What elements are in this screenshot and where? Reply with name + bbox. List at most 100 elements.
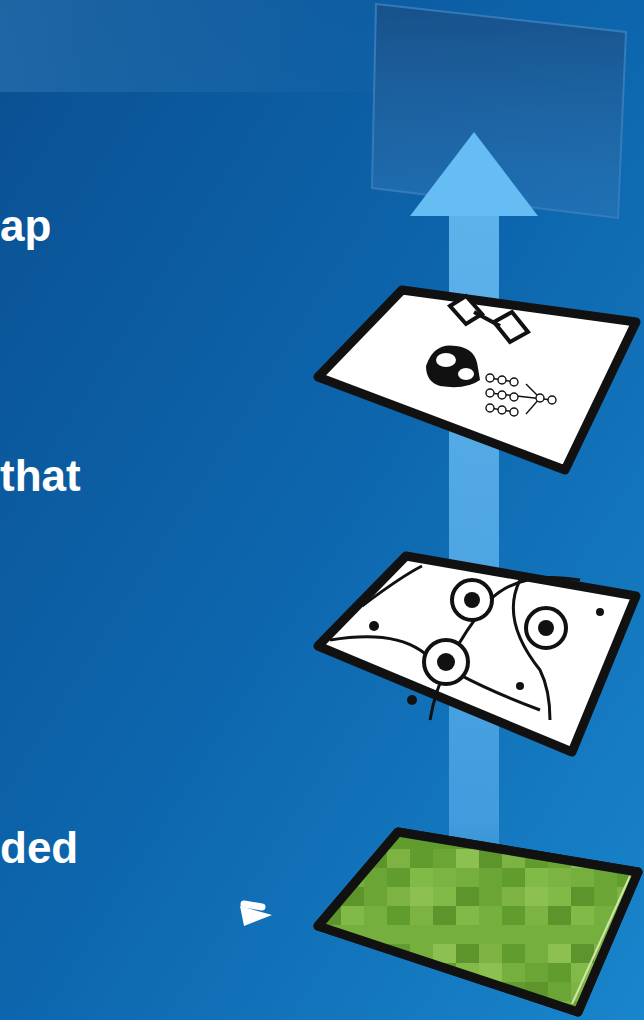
raster-pixel — [318, 1001, 341, 1020]
tree-node — [548, 396, 556, 404]
raster-pixel — [341, 982, 364, 1001]
raster-pixel — [456, 944, 479, 963]
raster-pixel — [502, 944, 525, 963]
raster-pixel — [433, 925, 456, 944]
tree-node — [536, 394, 544, 402]
raster-pixel — [364, 887, 387, 906]
raster-pixel — [594, 830, 617, 849]
raster-pixel — [364, 1001, 387, 1020]
map-layer — [318, 556, 636, 752]
raster-pixel — [387, 849, 410, 868]
raster-pixel — [364, 906, 387, 925]
raster-pixel — [571, 925, 594, 944]
raster-pixel — [456, 906, 479, 925]
raster-pixel — [525, 944, 548, 963]
tree-node — [498, 391, 506, 399]
raster-pixel — [341, 906, 364, 925]
tree-node — [486, 389, 494, 397]
raster-pixel — [341, 1001, 364, 1020]
raster-pixel — [387, 887, 410, 906]
raster-pixel — [341, 849, 364, 868]
raster-pixel — [364, 963, 387, 982]
raster-pixel — [548, 868, 571, 887]
raster-pixel — [571, 944, 594, 963]
raster-pixel — [318, 982, 341, 1001]
raster-pixel — [525, 887, 548, 906]
raster-border — [318, 832, 638, 1012]
raster-pixel — [364, 982, 387, 1001]
raster-pixel — [548, 982, 571, 1001]
raster-pixel — [410, 849, 433, 868]
raster-pixel — [456, 887, 479, 906]
car-icon — [426, 345, 480, 387]
slide-text-fragment: that — [0, 452, 81, 500]
tree-node — [510, 378, 518, 386]
raster-pixel — [525, 868, 548, 887]
raster-pixel — [479, 944, 502, 963]
raster-pixel — [525, 906, 548, 925]
slide-text-fragment: ap — [0, 202, 51, 250]
raster-pixel — [433, 868, 456, 887]
raster-layer — [318, 832, 638, 1012]
pointer-arrow — [240, 900, 272, 926]
raster-pixel — [479, 868, 502, 887]
raster-pixel — [502, 887, 525, 906]
raster-pixel — [387, 1001, 410, 1020]
raster-pixel — [318, 944, 341, 963]
raster-pixel — [502, 1001, 525, 1020]
raster-pixel — [433, 1001, 456, 1020]
raster-pixel — [479, 906, 502, 925]
rectangles-icon — [450, 296, 528, 342]
tree-node — [486, 404, 494, 412]
raster-pixel — [433, 849, 456, 868]
top-panel — [372, 4, 626, 218]
tree-node — [510, 393, 518, 401]
raster-pixel — [617, 925, 640, 944]
raster-pixel — [548, 925, 571, 944]
raster-pixel — [548, 944, 571, 963]
raster-pixel — [318, 868, 341, 887]
raster-pixel — [548, 830, 571, 849]
raster-pixel — [410, 887, 433, 906]
raster-pixel — [479, 1001, 502, 1020]
raster-pixel — [617, 830, 640, 849]
raster-pixel — [502, 925, 525, 944]
raster-pixel — [617, 1001, 640, 1020]
raster-pixel — [617, 944, 640, 963]
raster-pixel — [525, 925, 548, 944]
raster-pixel — [433, 944, 456, 963]
raster-pixel — [571, 830, 594, 849]
raster-pixel — [456, 849, 479, 868]
raster-pixel — [410, 1001, 433, 1020]
raster-pixel — [456, 982, 479, 1001]
tree-icon — [486, 374, 556, 416]
raster-pixel — [456, 868, 479, 887]
raster-pixels — [318, 830, 640, 1020]
raster-pixel — [479, 887, 502, 906]
raster-pixel — [594, 887, 617, 906]
tree-node — [498, 406, 506, 414]
tree-node — [498, 376, 506, 384]
raster-pixel — [617, 963, 640, 982]
raster-pixel — [387, 906, 410, 925]
raster-pixel — [617, 982, 640, 1001]
feature-layer — [318, 290, 636, 470]
raster-pixel — [341, 963, 364, 982]
raster-pixel — [525, 830, 548, 849]
raster-pixel — [548, 906, 571, 925]
raster-pixel — [341, 830, 364, 849]
tree-node — [486, 374, 494, 382]
raster-pixel — [571, 887, 594, 906]
raster-pixel — [318, 830, 341, 849]
raster-pixel — [387, 982, 410, 1001]
raster-pixel — [387, 963, 410, 982]
raster-pixel — [502, 963, 525, 982]
raster-pixel — [318, 849, 341, 868]
raster-pixel — [548, 963, 571, 982]
raster-pixel — [433, 906, 456, 925]
raster-pixel — [410, 982, 433, 1001]
raster-pixel — [571, 906, 594, 925]
